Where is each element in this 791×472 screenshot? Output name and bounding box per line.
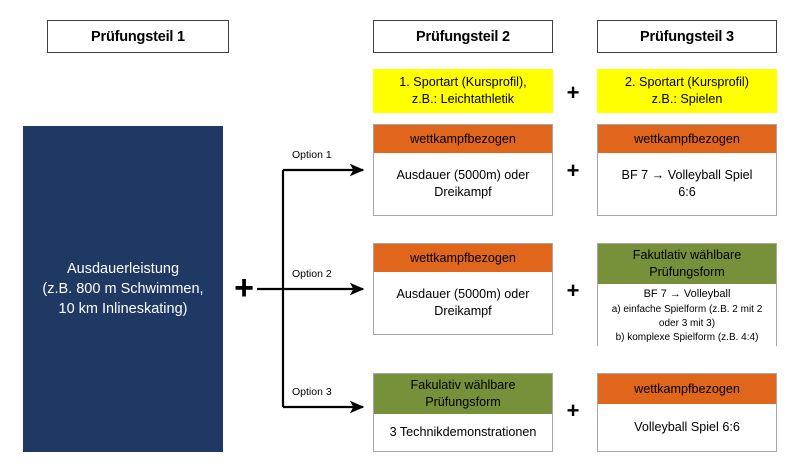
plus-sign-sportart: + <box>566 80 580 105</box>
header-pruefungsteil-3: Prüfungsteil 3 <box>597 20 777 53</box>
option-2-label: Option 2 <box>292 268 332 280</box>
header-pruefungsteil-1-label: Prüfungsteil 1 <box>91 28 185 45</box>
option-3-part2-caption-line-1: Fakulativ wählbare <box>410 378 516 393</box>
option-2-part3-body-line-2: a) einfache Spielform (z.B. 2 mit 2 <box>611 303 763 315</box>
plus-sign-option-3: + <box>566 398 580 423</box>
option-2-part2-body-line-2: Dreikampf <box>434 304 492 318</box>
option-3-part2-caption-line-2: Prüfungsform <box>425 395 501 409</box>
part1-line-3: 10 km Inlineskating) <box>58 301 188 317</box>
option-1-part2-card: wettkampfbezogen Ausdauer (5000m) oder D… <box>373 124 553 216</box>
option-2-part3-body-line-1: BF 7 → Volleyball <box>643 288 731 300</box>
sportart-1-line-2: z.B.: Leichtathletik <box>411 92 515 106</box>
option-1-label: Option 1 <box>292 149 332 161</box>
plus-sign-main: + <box>234 269 254 307</box>
option-3-part2-caption: Fakulativ wählbare Prüfungsform <box>374 374 552 414</box>
option-2-part2-card: wettkampfbezogen Ausdauer (5000m) oder D… <box>373 243 553 335</box>
option-3-label: Option 3 <box>292 386 332 398</box>
option-3-part3-body-line-1: Volleyball Spiel 6:6 <box>634 420 740 435</box>
option-1-part3-caption: wettkampfbezogen <box>598 125 776 153</box>
plus-sign-option-1: + <box>566 158 580 183</box>
option-3-part3-body: Volleyball Spiel 6:6 <box>598 404 776 451</box>
option-2-part2-body: Ausdauer (5000m) oder Dreikampf <box>374 272 552 334</box>
part1-line-1: Ausdauerleistung <box>66 261 180 277</box>
option-2-part2-caption: wettkampfbezogen <box>374 244 552 272</box>
option-3-part2-body: 3 Technikdemonstrationen <box>374 414 552 451</box>
option-1-part2-body-line-2: Dreikampf <box>434 185 492 199</box>
option-2-part2-body-line-1: Ausdauer (5000m) oder <box>396 287 530 302</box>
plus-sign-option-2: + <box>566 278 580 303</box>
option-1-part3-body-line-1: BF 7 → Volleyball Spiel <box>621 168 753 183</box>
part1-line-2: (z.B. 800 m Schwimmen, <box>42 281 204 297</box>
option-2-part3-caption-line-1: Fakutlativ wählbare <box>632 248 742 263</box>
option-1-part2-body-line-1: Ausdauer (5000m) oder <box>396 168 530 183</box>
sportart-2-box: 2. Sportart (Kursprofil) z.B.: Spielen <box>597 69 777 113</box>
header-pruefungsteil-3-label: Prüfungsteil 3 <box>640 28 734 45</box>
option-1-part3-card: wettkampfbezogen BF 7 → Volleyball Spiel… <box>597 124 777 216</box>
header-pruefungsteil-1: Prüfungsteil 1 <box>47 20 229 53</box>
option-1-part2-caption: wettkampfbezogen <box>374 125 552 153</box>
option-2-part3-body-line-4: b) komplexe Spielform (z.B. 4:4) <box>615 331 759 343</box>
header-pruefungsteil-2-label: Prüfungsteil 2 <box>416 28 510 45</box>
option-1-part3-body-line-2: 6:6 <box>678 185 696 199</box>
option-3-part2-card: Fakulativ wählbare Prüfungsform 3 Techni… <box>373 373 553 452</box>
option-2-part3-body: BF 7 → Volleyball a) einfache Spielform … <box>598 284 776 349</box>
option-1-part2-body: Ausdauer (5000m) oder Dreikampf <box>374 153 552 215</box>
sportart-1-line-1: 1. Sportart (Kursprofil), <box>399 75 527 90</box>
sportart-2-line-1: 2. Sportart (Kursprofil) <box>625 75 749 90</box>
option-2-part3-body-line-3: oder 3 mit 3) <box>658 317 716 329</box>
option-2-part3-card: Fakutlativ wählbare Prüfungsform BF 7 → … <box>597 243 777 349</box>
sportart-2-line-2: z.B.: Spielen <box>651 92 723 106</box>
header-pruefungsteil-2: Prüfungsteil 2 <box>373 20 553 53</box>
option-1-part3-body: BF 7 → Volleyball Spiel 6:6 <box>598 153 776 215</box>
option-3-part2-body-line-1: 3 Technikdemonstrationen <box>389 425 537 440</box>
sportart-1-box: 1. Sportart (Kursprofil), z.B.: Leichtat… <box>373 69 553 113</box>
option-2-part3-caption: Fakutlativ wählbare Prüfungsform <box>598 244 776 284</box>
option-3-part3-card: wettkampfbezogen Volleyball Spiel 6:6 <box>597 373 777 452</box>
option-2-part3-caption-line-2: Prüfungsform <box>649 265 725 279</box>
part1-ausdauerleistung-block: Ausdauerleistung (z.B. 800 m Schwimmen, … <box>23 126 223 452</box>
option-3-part3-caption: wettkampfbezogen <box>598 374 776 404</box>
